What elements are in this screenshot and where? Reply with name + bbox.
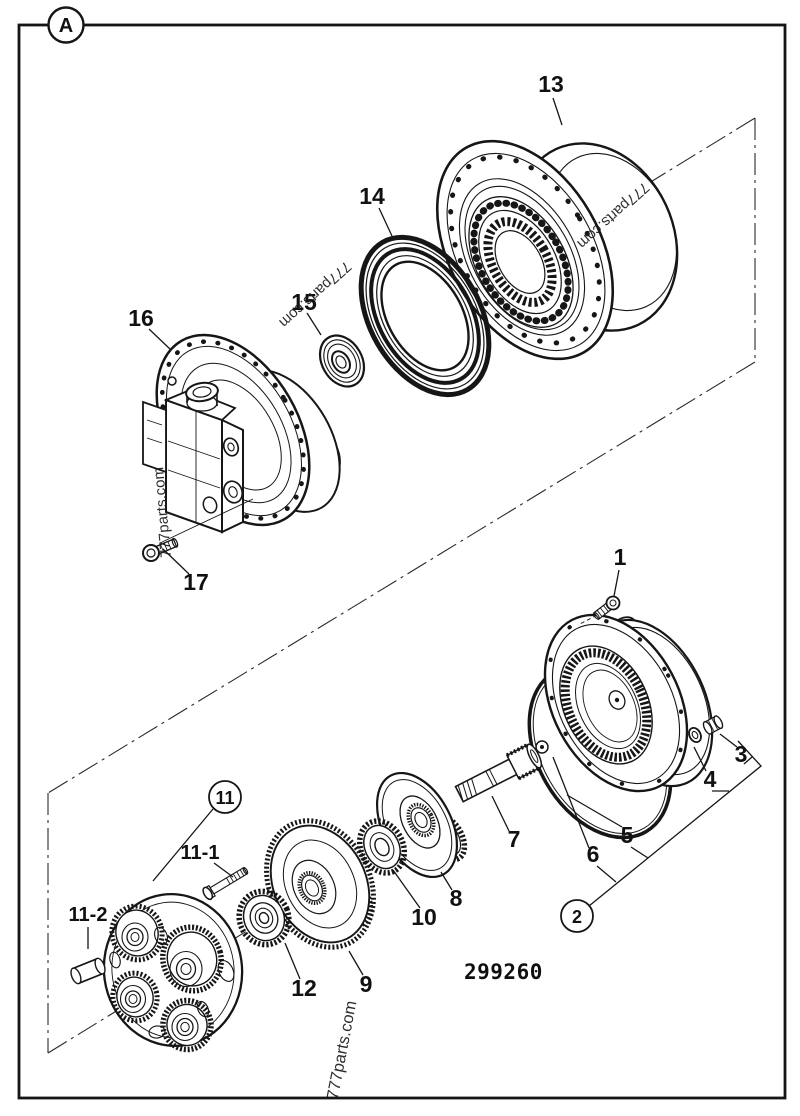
part-11-1-bolt (202, 866, 249, 901)
callout-3: 3 (735, 741, 748, 767)
part-6-check-nut (535, 740, 549, 754)
callout-7: 7 (508, 826, 521, 852)
leader-lines (87, 97, 762, 980)
part-11-planet-carrier (102, 892, 244, 1053)
part-9-large-gear (264, 818, 376, 950)
assembly-plane-boundary (47, 117, 756, 1054)
view-label-a: A (47, 6, 85, 44)
part-12-sun-gear (236, 888, 292, 948)
watermark-bottom: 777parts.com (324, 999, 361, 1101)
callout-17: 17 (183, 569, 209, 595)
callout-2-circle: 2 (560, 899, 594, 933)
part-3-plug (702, 715, 724, 735)
callout-16: 16 (128, 305, 154, 331)
callout-1: 1 (614, 544, 627, 570)
bolt-1-axis-line (577, 611, 604, 626)
callout-13: 13 (538, 71, 564, 97)
part-2-cover-assembly (543, 613, 714, 793)
part-17-bolt (142, 537, 179, 562)
callout-12: 12 (291, 975, 317, 1001)
callout-4: 4 (704, 766, 717, 792)
svg-text:2: 2 (572, 907, 582, 927)
part-4-washer (688, 726, 702, 744)
callout-11-circle: 11 (208, 780, 242, 814)
svg-text:11: 11 (215, 788, 234, 808)
planet-gear (160, 997, 214, 1053)
callout-labels: 13 14 15 16 17 1 3 4 5 6 7 8 9 10 12 11-… (69, 71, 748, 1001)
part-1-bolt (593, 595, 621, 620)
callout-5: 5 (621, 822, 634, 848)
callout-15: 15 (291, 289, 317, 315)
part-15-seal (318, 334, 366, 388)
bolt-17-axis-line (159, 498, 254, 544)
callout-9: 9 (360, 971, 373, 997)
part-14-seal-ring (358, 234, 492, 398)
svg-text:A: A (59, 15, 73, 37)
callout-14: 14 (359, 183, 385, 209)
part-10-gear (356, 818, 408, 876)
part-7-sun-shaft (454, 742, 543, 803)
planet-gear (160, 924, 224, 994)
watermark-seal: 777parts.com (276, 258, 355, 331)
page-border (17, 23, 787, 1100)
planet-gear (110, 970, 160, 1024)
callout-11-2: 11-2 (69, 904, 108, 926)
callout-8: 8 (450, 885, 463, 911)
part-11-2-pin (70, 957, 106, 985)
callout-6: 6 (587, 841, 600, 867)
drawing-number: 299260 (464, 960, 543, 984)
callout-10: 10 (411, 904, 437, 930)
part-13-ring-gear-hub (435, 139, 679, 361)
part-16-travel-motor (142, 333, 341, 534)
callout-11-1: 11-1 (181, 842, 220, 864)
